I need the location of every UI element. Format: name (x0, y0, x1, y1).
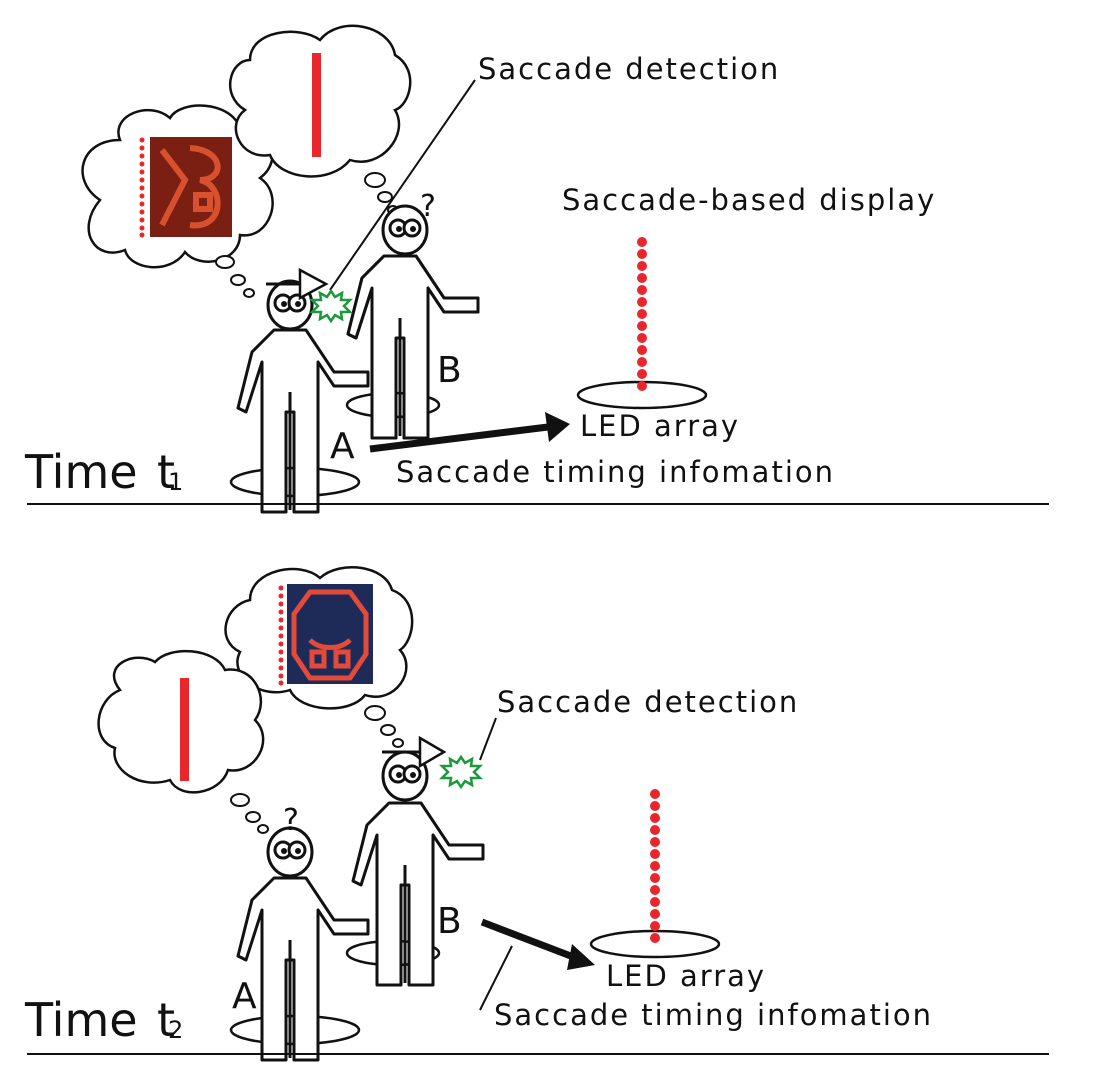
person-b-label: B (437, 350, 462, 391)
timing-label: Saccade timing infomation (396, 455, 835, 489)
panel-t1: Saccade detection ? B A Saccade-based di… (24, 24, 1049, 514)
time-label-2: Time (24, 993, 138, 1047)
led-array-label: LED array (580, 409, 740, 443)
time-label: Time (24, 445, 138, 499)
person-a-label: A (330, 426, 355, 467)
gaze-arrow-2 (382, 735, 447, 769)
led-array-label-2: LED array (606, 959, 766, 993)
person-a-label-2: A (232, 976, 257, 1017)
red-bar-thought (312, 53, 321, 157)
timing-label-2: Saccade timing infomation (494, 998, 933, 1032)
image-led-column (139, 137, 145, 238)
leader-line (329, 79, 476, 291)
saccade-burst-icon-2 (440, 755, 482, 789)
saccade-detection-label: Saccade detection (478, 52, 780, 86)
saccade-burst-icon (310, 289, 352, 323)
display-title: Saccade-based display (562, 183, 936, 217)
question-mark: ? (420, 189, 436, 224)
image-led-column-2 (278, 585, 284, 686)
svg-text:t: t (157, 445, 175, 499)
led-array (637, 237, 647, 391)
led-array-2 (650, 789, 660, 943)
svg-text:t: t (157, 993, 175, 1047)
person-b-label-2: B (437, 901, 462, 942)
smiley-face (291, 589, 369, 681)
timing-arrow (369, 412, 570, 453)
gaze-arrow (266, 267, 329, 301)
panel-t2: Saccade detection B ? A (24, 566, 1049, 1062)
red-bar-thought-2 (180, 678, 189, 781)
timing-arrow-2 (480, 918, 595, 970)
timing-leader (479, 945, 513, 1011)
time-subscript: 1 (168, 468, 183, 496)
perceived-image-2 (287, 584, 373, 684)
perceived-image-pattern (159, 145, 221, 229)
time-subscript-2: 2 (168, 1016, 183, 1044)
leader-line-2 (479, 717, 497, 761)
question-mark-2: ? (283, 803, 299, 838)
saccade-detection-label-2: Saccade detection (497, 685, 799, 719)
